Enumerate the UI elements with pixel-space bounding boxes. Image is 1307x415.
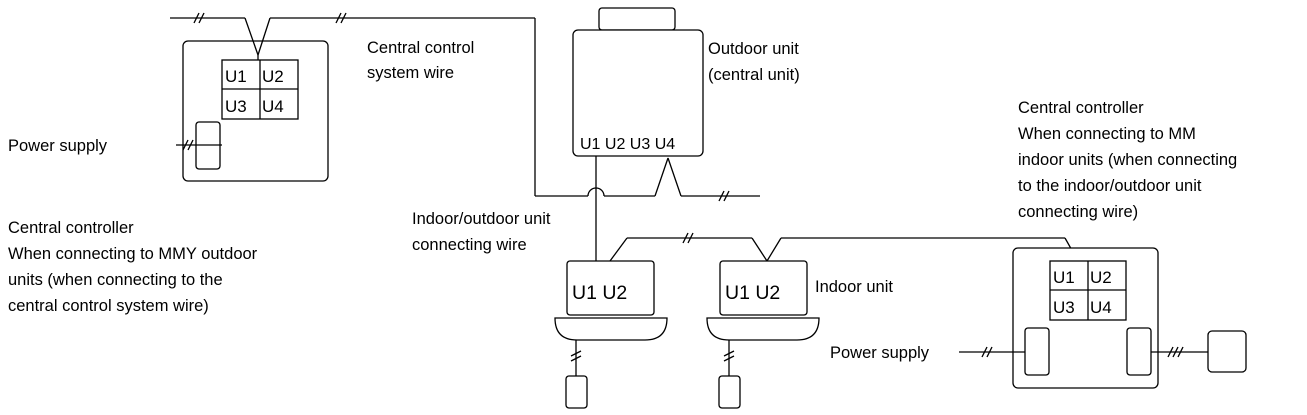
outdoor-wiring	[587, 156, 760, 280]
label-io-wire-line1: Indoor/outdoor unit	[412, 210, 551, 228]
remote-wire-right	[1151, 330, 1247, 373]
label-outdoor-unit: Outdoor unit (central unit)	[708, 40, 800, 84]
remote-controller-2	[718, 375, 741, 409]
terminal-u2-right: U2	[1090, 268, 1112, 287]
terminal-u4-left: U4	[262, 97, 284, 116]
power-wire-left	[176, 139, 222, 151]
indoor-unit-2-body	[719, 260, 808, 316]
label-ccmmy-line3: units (when connecting to the	[8, 271, 223, 289]
indoor-unit-1-panel	[554, 317, 668, 341]
label-io-wire-line2: connecting wire	[412, 236, 527, 254]
outdoor-unit-body	[572, 29, 704, 157]
label-ccmmy-line2: When connecting to MMY outdoor	[8, 245, 258, 263]
terminal-u1-right: U1	[1053, 268, 1075, 287]
remote-controller-1	[565, 375, 588, 409]
label-ccmm-line3: indoor units (when connecting	[1018, 151, 1237, 169]
label-central-controller-mmy: Central controller When connecting to MM…	[8, 219, 258, 315]
indoor-unit-1-body	[566, 260, 655, 316]
power-terminal-right	[1024, 327, 1050, 376]
terminal-u2-left: U2	[262, 67, 284, 86]
label-ccmm-line4: to the indoor/outdoor unit	[1018, 177, 1202, 195]
indoor-unit-2-terminals: U1 U2	[725, 282, 780, 304]
label-ccmm-line2: When connecting to MM	[1018, 125, 1196, 143]
central-controller-mm: U1 U2 U3 U4	[1012, 247, 1159, 389]
label-ccmmy-line4: central control system wire)	[8, 297, 209, 315]
outdoor-terminals: U1 U2 U3 U4	[580, 136, 675, 153]
remote-terminal-right	[1126, 327, 1152, 376]
indoor-unit-1-terminals: U1 U2	[572, 282, 627, 304]
label-central-control-wire-line1: Central control	[367, 39, 474, 57]
outdoor-unit: U1 U2 U3 U4	[572, 7, 704, 157]
central-control-system-wire	[170, 12, 588, 197]
outdoor-fan-housing	[598, 7, 676, 31]
label-outdoor-unit-line2: (central unit)	[708, 66, 800, 84]
indoor-unit-2-panel	[706, 317, 820, 341]
label-ccmmy-line1: Central controller	[8, 219, 134, 237]
indoor-unit-1: U1 U2	[554, 260, 668, 409]
indoor-outdoor-connecting-wire	[609, 232, 1079, 262]
label-outdoor-unit-line1: Outdoor unit	[708, 40, 799, 58]
central-controller-mmy: U1 U2 U3 U4	[182, 40, 329, 182]
label-ccmm-line1: Central controller	[1018, 99, 1144, 117]
label-central-controller-mm: Central controller When connecting to MM…	[1018, 99, 1237, 221]
label-ccmm-line5: connecting wire)	[1018, 203, 1138, 221]
label-indoor-unit: Indoor unit	[815, 278, 893, 296]
terminal-u3-right: U3	[1053, 298, 1075, 317]
remote-controller-right	[1207, 330, 1247, 373]
indoor-unit-2: U1 U2	[706, 260, 820, 409]
terminal-u4-right: U4	[1090, 298, 1112, 317]
label-io-connecting-wire: Indoor/outdoor unit connecting wire	[412, 210, 551, 254]
power-wire-right	[959, 346, 1025, 358]
label-central-control-wire: Central control system wire	[367, 39, 474, 82]
label-power-supply-left: Power supply	[8, 137, 108, 155]
label-central-control-wire-line2: system wire	[367, 64, 454, 82]
terminal-u3-left: U3	[225, 97, 247, 116]
terminal-u1-left: U1	[225, 67, 247, 86]
label-power-supply-right: Power supply	[830, 344, 930, 362]
